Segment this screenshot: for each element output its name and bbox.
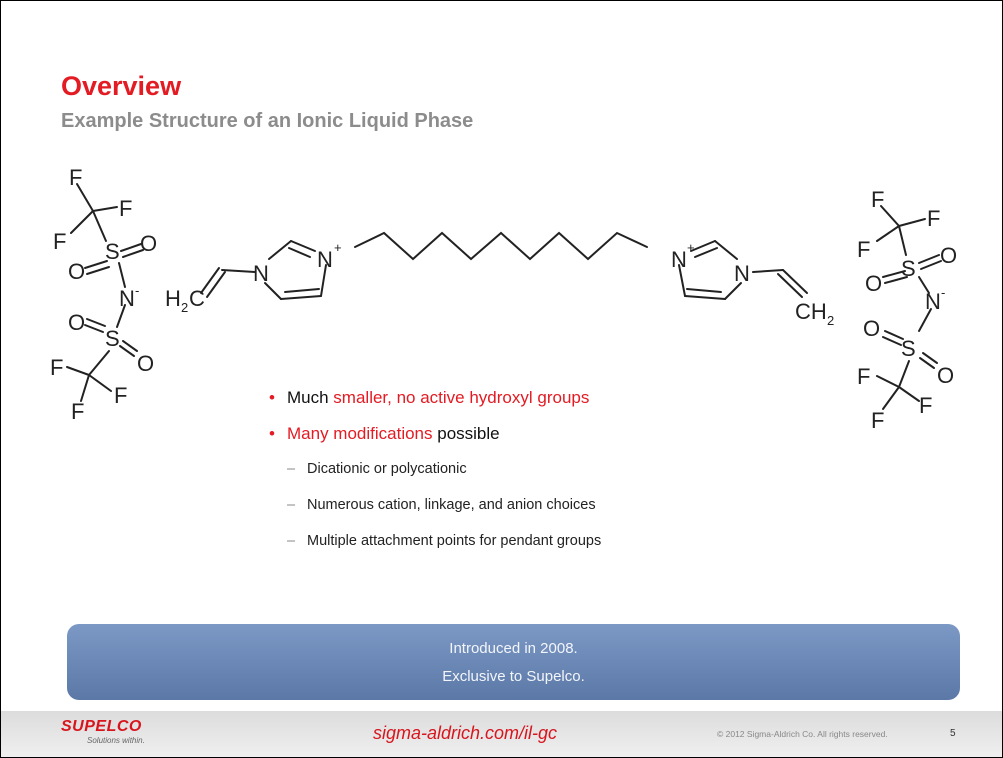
bullet-dot: •	[269, 388, 275, 407]
atom-n: N	[925, 289, 941, 314]
bullet-text: Much	[287, 388, 334, 407]
sub-bullet-item: – Dicationic or polycationic	[287, 459, 825, 479]
sub-bullet-dash: –	[287, 533, 296, 549]
banner-line-2: Exclusive to Supelco.	[442, 668, 585, 685]
bullet-dot: •	[269, 424, 275, 443]
charge-minus: -	[135, 283, 139, 298]
sub-bullet-text: Multiple attachment points for pendant g…	[307, 533, 602, 549]
atom-n: N	[734, 261, 750, 286]
atom-c: C	[189, 286, 205, 311]
charge-minus: -	[941, 285, 945, 300]
atom-f: F	[69, 165, 82, 190]
atom-n: N	[671, 247, 687, 272]
sub-bullet-dash: –	[287, 497, 296, 513]
atom-s: S	[901, 336, 916, 361]
atom-f: F	[857, 364, 870, 389]
bullet-highlight: smaller, no active hydroxyl groups	[333, 388, 590, 407]
atom-f: F	[114, 383, 127, 408]
atom-o: O	[140, 231, 157, 256]
atom-f: F	[871, 187, 884, 212]
logo-wordmark: SUPELCO	[61, 718, 142, 735]
atom-ch: CH	[795, 299, 827, 324]
bullet-highlight: Many modifications	[287, 424, 433, 443]
slide-subtitle: Example Structure of an Ionic Liquid Pha…	[61, 110, 474, 132]
atom-f: F	[871, 408, 884, 433]
sub-bullet-text: Numerous cation, linkage, and anion choi…	[307, 497, 596, 513]
atom-o: O	[137, 351, 154, 376]
atom-f: F	[927, 206, 940, 231]
bullet-item: • Much smaller, no active hydroxyl group…	[265, 387, 825, 409]
atom-s: S	[901, 256, 916, 281]
atom-h: H	[165, 286, 181, 311]
atom-o: O	[940, 243, 957, 268]
logo-tagline: Solutions within.	[87, 736, 145, 745]
bullet-item: • Many modifications possible	[265, 423, 825, 445]
atom-o: O	[68, 310, 85, 335]
atom-f: F	[53, 229, 66, 254]
page-number: 5	[950, 728, 956, 739]
atom-o: O	[937, 363, 954, 388]
sub-bullet-item: – Numerous cation, linkage, and anion ch…	[287, 495, 825, 515]
slide-title: Overview	[61, 71, 182, 101]
atom-o: O	[68, 259, 85, 284]
footer-url-link[interactable]: sigma-aldrich.com/il-gc	[373, 723, 558, 743]
sub-bullet-item: – Multiple attachment points for pendant…	[287, 531, 825, 551]
bullet-list: • Much smaller, no active hydroxyl group…	[265, 387, 825, 567]
atom-o: O	[863, 316, 880, 341]
atom-f: F	[919, 393, 932, 418]
banner-line-1: Introduced in 2008.	[449, 640, 578, 657]
supelco-logo: SUPELCO Solutions within.	[61, 719, 145, 745]
atom-f: F	[71, 399, 84, 424]
atom-s: S	[105, 239, 120, 264]
copyright-text: © 2012 Sigma-Aldrich Co. All rights rese…	[717, 729, 888, 739]
atom-f: F	[119, 196, 132, 221]
charge-plus: +	[687, 240, 695, 255]
bullet-text: possible	[432, 424, 500, 443]
atom-n: N	[253, 261, 269, 286]
info-banner: Introduced in 2008. Exclusive to Supelco…	[67, 624, 960, 700]
slide-footer: SUPELCO Solutions within. sigma-aldrich.…	[1, 711, 1002, 757]
charge-plus: +	[334, 240, 342, 255]
sub-bullet-dash: –	[287, 461, 296, 477]
atom-o: O	[865, 271, 882, 296]
atom-f: F	[857, 237, 870, 262]
ionic-liquid-structure: F F F O S O N - O S O F F F H 2 C N N + …	[50, 165, 957, 433]
atom-n: N	[119, 286, 135, 311]
sub-bullet-text: Dicationic or polycationic	[307, 461, 467, 477]
atom-n: N	[317, 247, 333, 272]
subscript-2: 2	[827, 313, 834, 328]
atom-f: F	[50, 355, 63, 380]
subscript-2: 2	[181, 300, 188, 315]
atom-s: S	[105, 326, 120, 351]
